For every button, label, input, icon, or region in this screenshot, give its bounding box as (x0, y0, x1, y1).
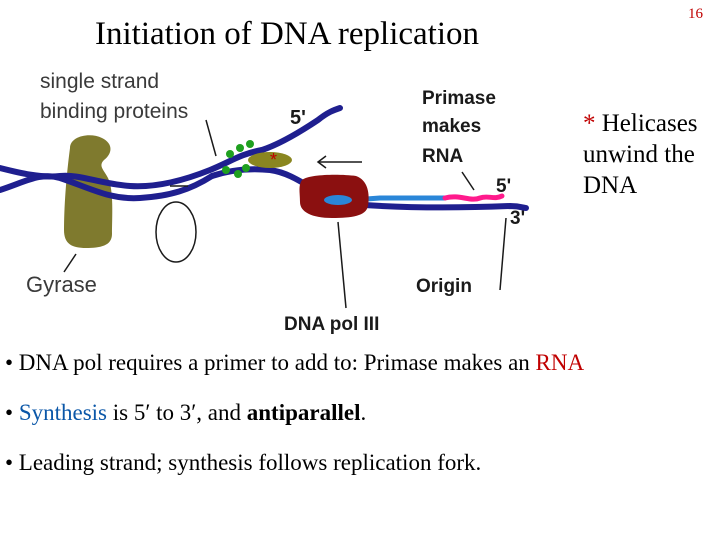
bullet-leading-strand: • Leading strand; synthesis follows repl… (5, 448, 717, 478)
bullet-synthesis-antiparallel: antiparallel (246, 400, 361, 425)
label-ssb-line2: binding proteins (40, 100, 188, 123)
label-five-prime-right: 5' (496, 176, 511, 197)
label-gyrase: Gyrase (26, 272, 97, 297)
ssb-dots (222, 140, 254, 178)
rna-primer (442, 193, 505, 202)
label-origin: Origin (416, 276, 472, 297)
bullet-synthesis-mid: is 5′ to 3′, and (107, 400, 247, 425)
label-primase-line2: makes (422, 116, 481, 137)
label-star: * (270, 150, 277, 170)
helicase-note: * Helicases unwind the DNA (583, 108, 718, 201)
helicase-note-text: Helicases unwind the DNA (583, 110, 698, 199)
replication-diagram: single strand binding proteins 5' * Prim… (0, 58, 540, 340)
gyrase-pointer (63, 253, 77, 273)
bullet-synthesis-end: . (360, 400, 367, 425)
label-three-prime-right: 3' (510, 208, 525, 229)
slide-title: Initiation of DNA replication (95, 16, 479, 52)
label-ssb-line1: single strand (40, 70, 159, 93)
helicase-shape (248, 152, 292, 168)
bullet-primer: • DNA pol requires a primer to add to: P… (5, 348, 717, 378)
label-dna-pol: DNA pol III (284, 314, 379, 335)
bullet-synthesis-prefix: • (5, 400, 19, 425)
replication-diagram-svg: single strand binding proteins 5' * Prim… (0, 58, 540, 340)
label-primase-line3: RNA (422, 146, 463, 167)
origin-pointer (499, 217, 507, 291)
bullet-leading-strand-text: • Leading strand; synthesis follows repl… (5, 450, 482, 475)
bullet-primer-rna: RNA (535, 350, 585, 375)
label-primase-line1: Primase (422, 88, 496, 109)
supercoil-loop (155, 201, 197, 263)
label-five-prime-top: 5' (290, 107, 306, 129)
bullet-list: • DNA pol requires a primer to add to: P… (5, 348, 717, 498)
gyrase-shape (64, 135, 113, 248)
slide-number: 16 (688, 6, 703, 22)
dna-pol-pointer (337, 221, 347, 309)
bullet-synthesis: • Synthesis is 5′ to 3′, and antiparalle… (5, 398, 717, 428)
ssb-pointer (205, 119, 217, 157)
primase-pointer (461, 171, 475, 191)
dna-pol-channel (324, 195, 352, 205)
bullet-synthesis-term: Synthesis (18, 400, 107, 425)
helicase-note-star: * (583, 110, 596, 137)
direction-arrow-head (316, 155, 327, 169)
bullet-primer-text: • DNA pol requires a primer to add to: P… (5, 350, 536, 375)
dna-strand-left-b (0, 173, 215, 202)
dna-strand-upper (259, 105, 343, 153)
